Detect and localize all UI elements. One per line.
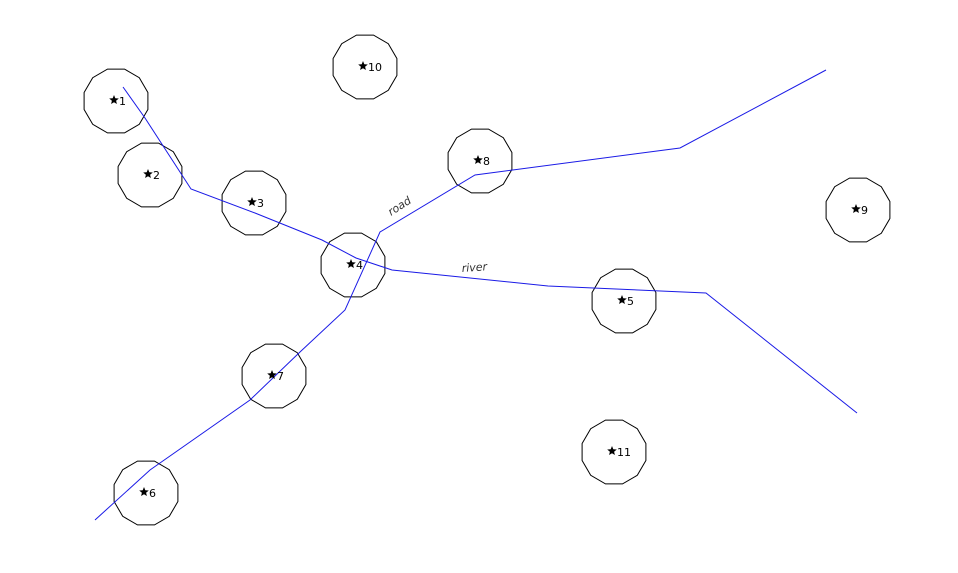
river-label: river <box>461 260 489 275</box>
star-icon <box>109 95 119 104</box>
star-icon <box>607 446 617 455</box>
star-icon <box>143 169 153 178</box>
point-label-1: 1 <box>119 95 126 108</box>
point-label-9: 9 <box>861 204 868 217</box>
star-icon <box>473 155 483 164</box>
road-label: road <box>386 193 415 218</box>
point-label-10: 10 <box>368 61 382 74</box>
point-label-11: 11 <box>617 446 631 459</box>
river-line <box>122 86 858 414</box>
point-label-8: 8 <box>483 155 490 168</box>
star-icon <box>851 204 861 213</box>
point-label-6: 6 <box>149 487 156 500</box>
star-icon <box>247 197 257 206</box>
point-label-5: 5 <box>627 295 634 308</box>
star-icon <box>267 370 277 379</box>
star-icon <box>358 61 368 70</box>
star-icon <box>139 487 149 496</box>
point-label-4: 4 <box>356 259 363 272</box>
star-icon <box>617 295 627 304</box>
point-label-2: 2 <box>153 169 160 182</box>
point-label-3: 3 <box>257 197 264 210</box>
road-line <box>94 69 827 521</box>
point-label-7: 7 <box>277 370 284 383</box>
points-layer: 1 2 3 4 5 6 7 8 9 10 11 <box>109 61 868 500</box>
star-icon <box>346 259 356 268</box>
